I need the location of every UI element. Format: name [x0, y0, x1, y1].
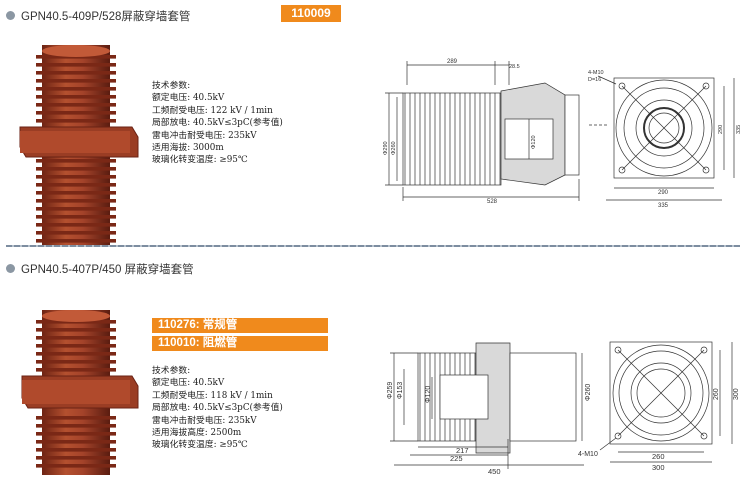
- spec-line: 雷电冲击耐受电压: 235kV: [152, 415, 257, 426]
- section-divider: [6, 245, 740, 247]
- dim-label: Φ120: [531, 135, 537, 149]
- dim-label: Φ259: [387, 382, 394, 399]
- spec-block: 技术参数: 额定电压: 40.5kV 工频耐受电压: 118 kV / 1min…: [152, 365, 283, 452]
- dim-label: 335: [736, 125, 742, 134]
- side-view-drawing: 289 28.5 Φ290 Φ260 Φ120 528: [383, 59, 607, 205]
- dim-label: 300: [733, 388, 740, 400]
- spec-line: 玻璃化转变温度: ≥95℃: [152, 440, 248, 451]
- end-view-drawing: 4-M10 260 300 260 300: [578, 341, 740, 472]
- dim-label: Φ260: [585, 384, 592, 401]
- dim-label: 225: [450, 454, 463, 463]
- dim-label: 260: [652, 452, 665, 461]
- dim-label: 528: [487, 199, 498, 205]
- dim-label: 4-M10: [578, 451, 598, 458]
- dim-label: 290: [658, 190, 669, 196]
- spec-line: 额定电压: 40.5kV: [152, 378, 225, 389]
- dim-label: Φ153: [397, 382, 404, 399]
- title-bullet: [6, 264, 15, 273]
- spec-block: 技术参数: 额定电压: 40.5kV 工频耐受电压: 122 kV / 1min…: [152, 80, 283, 167]
- spec-line: 雷电冲击耐受电压: 235kV: [152, 130, 257, 141]
- title-bullet: [6, 11, 15, 20]
- bushing-photo: [19, 45, 139, 245]
- spec-line: 玻璃化转变温度: ≥95℃: [152, 155, 248, 166]
- spec-line: 适用海拔高度: 2500m: [152, 428, 242, 439]
- spec-line: 技术参数:: [152, 81, 191, 91]
- spec-line: 局部放电: 40.5kV≤3pC(参考值): [152, 118, 283, 129]
- end-view-drawing: 4-M10 D=16 290 335 290 335: [588, 70, 742, 209]
- spec-line: 工频耐受电压: 122 kV / 1min: [152, 105, 273, 116]
- spec-line: 工频耐受电压: 118 kV / 1min: [152, 390, 273, 401]
- dim-label: 217: [456, 446, 469, 455]
- dim-label: Φ120: [425, 386, 432, 403]
- spec-line: 技术参数:: [152, 366, 191, 376]
- spec-line: 额定电压: 40.5kV: [152, 93, 225, 104]
- dim-label: 289: [447, 59, 458, 65]
- dim-label: 450: [488, 467, 501, 476]
- dim-label: 300: [652, 463, 665, 472]
- side-view-drawing: Φ259 Φ153 Φ120 Φ260 217 225 450: [387, 342, 592, 476]
- dim-label: Φ290: [383, 141, 389, 155]
- spec-line: 局部放电: 40.5kV≤3pC(参考值): [152, 403, 283, 414]
- dim-label: 4-M10: [588, 70, 604, 76]
- product-code-bar: 110276: 常规管: [152, 318, 328, 333]
- product-code-bar: 110010: 阻燃管: [152, 336, 328, 351]
- dim-label: Φ260: [391, 141, 397, 155]
- dim-label: 28.5: [509, 64, 520, 70]
- product-title: GPN40.5-409P/528屏蔽穿墙套管: [21, 11, 191, 23]
- dim-label: 260: [713, 388, 720, 400]
- dim-label: D=16: [588, 77, 601, 83]
- product-title: GPN40.5-407P/450 屏蔽穿墙套管: [21, 264, 194, 276]
- bushing-photo: [21, 310, 139, 475]
- product-code-badge: 110009: [281, 5, 341, 22]
- spec-line: 适用海拔: 3000m: [152, 143, 224, 154]
- dim-label: 290: [718, 125, 724, 134]
- dim-label: 335: [658, 203, 669, 209]
